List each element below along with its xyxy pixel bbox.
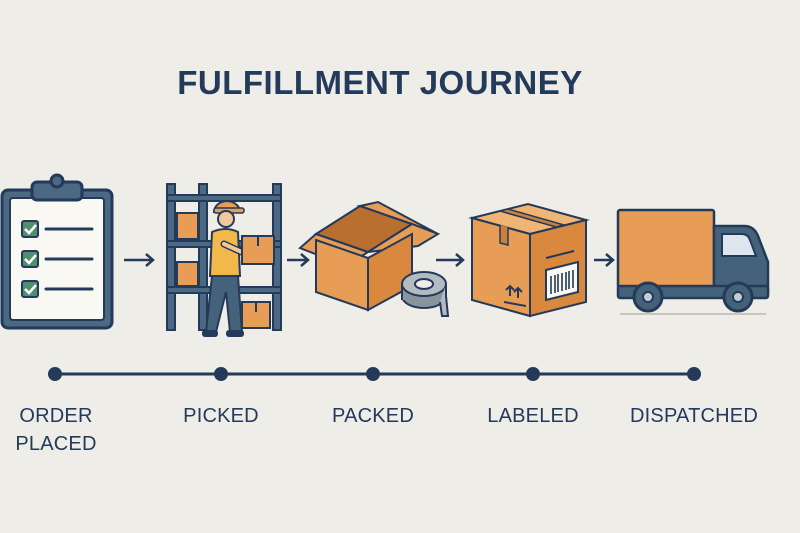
- step-label-dispatched: DISPATCHED: [616, 402, 772, 430]
- checkbox-2-icon: [21, 250, 39, 268]
- arrow-right-icon: [594, 253, 615, 267]
- arrow-right-icon: [287, 253, 310, 267]
- step-label-labeled: LABELED: [476, 402, 590, 430]
- step-label-line: LABELED: [487, 405, 579, 427]
- step-label-picked: PICKED: [166, 402, 276, 430]
- step-label-line: PICKED: [183, 405, 259, 427]
- step-label-packed: PACKED: [318, 402, 428, 430]
- step-label-line: PACKED: [332, 405, 414, 427]
- step-label-line: PLACED: [15, 433, 97, 455]
- delivery-truck-icon: [616, 208, 770, 315]
- timeline-node-dispatched: [687, 367, 701, 381]
- timeline-node-packed: [366, 367, 380, 381]
- checkbox-3-icon: [21, 280, 39, 298]
- step-label-order-placed: ORDER PLACED: [0, 402, 112, 458]
- step-label-line: DISPATCHED: [630, 405, 758, 427]
- arrow-right-icon: [124, 253, 155, 267]
- open-box-tape-icon: [298, 200, 450, 317]
- clipboard-checklist-icon: [0, 173, 114, 330]
- timeline: [48, 367, 701, 381]
- timeline-node-order-placed: [48, 367, 62, 381]
- page-title: FULFILLMENT JOURNEY: [177, 64, 583, 101]
- step-label-line: ORDER: [19, 405, 93, 427]
- timeline-node-labeled: [526, 367, 540, 381]
- checkbox-1-icon: [21, 220, 39, 238]
- arrow-right-icon: [436, 253, 465, 267]
- warehouse-worker-shelf-icon: [166, 183, 282, 337]
- timeline-node-picked: [214, 367, 228, 381]
- labeled-box-icon: [468, 202, 590, 318]
